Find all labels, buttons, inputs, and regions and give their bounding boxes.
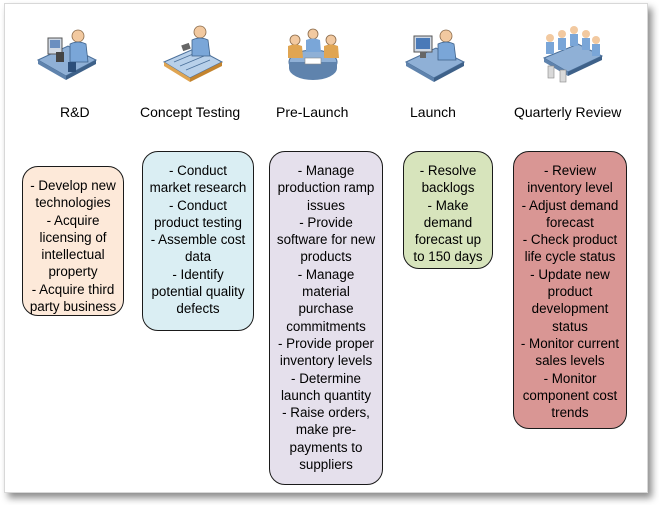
team-meeting-icon [288,28,339,80]
task-line: - Conduct [168,197,228,213]
task-line: data [184,249,212,265]
task-line: - Manage [297,266,355,282]
task-line: sales levels [535,353,605,369]
stage-tasks-box: - Manage production ramp issues - Provid… [269,151,383,485]
stage-label: Pre-Launch [276,104,349,120]
task-line: inventory levels [279,353,373,369]
stage-tasks-box: - Review inventory level - Adjust demand… [513,151,627,429]
blueprint-worker-icon [162,25,224,82]
task-line: launch quantity [280,387,372,403]
task-line: potential quality [151,284,245,300]
task-line: - Acquire third [31,281,115,297]
task-line: - Assemble cost [150,232,246,248]
task-line: payments to [289,439,363,455]
task-line: intellectual [41,247,105,263]
task-line: status [552,318,588,334]
task-line: - Raise orders, [282,405,370,421]
task-line: development [531,301,609,317]
task-line: issues [307,197,345,213]
task-line: life cycle status [524,249,616,265]
task-line: - Conduct [168,163,228,178]
task-line: material [302,284,350,300]
task-line: property [48,264,98,280]
stage-tasks-box: - Resolve backlogs - Make demand forecas… [403,151,493,269]
task-line: suppliers [299,457,353,473]
task-line: products [300,249,352,265]
task-line: - Provide [299,214,353,230]
task-line: purchase [298,301,354,317]
task-line: make pre- [295,422,357,438]
task-line: defects [176,301,220,317]
stage-label: Concept Testing [140,104,241,120]
task-line: - Monitor current [520,335,620,351]
scientist-microscope-icon [36,29,98,80]
task-line: to 150 days [413,249,483,265]
task-line: component cost [522,387,618,403]
task-line: - Review [543,163,597,178]
task-line: - Identify [172,266,224,282]
stage-tasks-box: - Conduct market research - Conduct prod… [142,151,254,331]
task-line: backlogs [421,180,475,196]
task-line: product testing [154,214,242,230]
task-line: - Develop new [30,178,116,193]
task-line: - Update new [530,266,610,282]
task-line: - Make [427,197,469,213]
computer-user-icon [404,29,466,82]
task-line: software for new [276,232,376,248]
task-line: party business [29,299,117,315]
stage-tasks-box: - Develop new technologies - Acquire lic… [22,166,124,316]
task-line: product [547,284,593,300]
task-line: technologies [35,195,111,211]
task-line: - Monitor [543,370,597,386]
stage-label: R&D [60,104,90,120]
task-line: market research [149,180,247,196]
task-line: - Check product [522,232,618,248]
task-line: production ramp [277,180,375,196]
task-line: licensing of [39,229,107,245]
stage-label: Quarterly Review [514,104,622,120]
task-line: inventory level [527,180,613,196]
task-line: - Manage [297,163,355,178]
task-line: - Acquire [46,212,100,228]
task-line: forecast up [414,232,482,248]
task-line: - Adjust demand [521,197,619,213]
stage-label: Launch [410,104,456,120]
task-line: commitments [286,318,366,334]
task-line: trends [551,405,589,421]
task-line: - Resolve [419,163,477,178]
task-line: demand [423,214,473,230]
task-line: - Provide proper [277,335,374,351]
task-line: - Determine [291,370,361,386]
task-line: forecast [546,214,594,230]
boardroom-icon [542,26,604,83]
